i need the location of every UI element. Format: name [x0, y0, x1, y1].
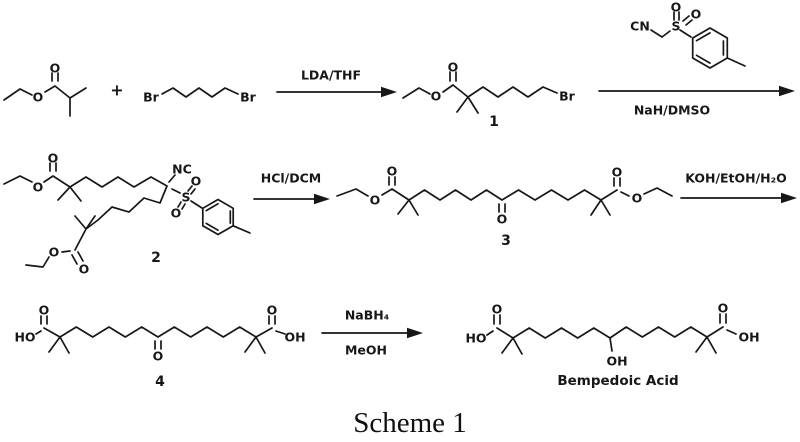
double-bond-lines [493, 313, 727, 325]
arrow-step4: KOH/EtOH/H₂O [680, 171, 797, 204]
scheme-caption-text: Scheme 1 [353, 407, 467, 439]
molecule-tosmic-reagent: CN S O O [630, 0, 746, 69]
bond-lines [336, 187, 673, 216]
atom-label-o: O [267, 303, 278, 318]
atom-label-o: O [191, 174, 202, 189]
atom-label-o: O [49, 245, 60, 260]
reagent-meoh: MeOH [345, 343, 387, 358]
atom-label-o: O [691, 7, 702, 22]
atom-label-o: O [497, 212, 508, 227]
bond-lines [3, 174, 203, 268]
atom-label-o: O [387, 164, 398, 179]
atom-label-o: O [50, 61, 61, 76]
bond-lines [35, 326, 286, 354]
atom-label-o: O [171, 206, 182, 221]
compound-number-2: 2 [151, 250, 161, 266]
molecule-dibromopentane: Br Br [143, 87, 257, 105]
atom-label-ho: HO [465, 331, 486, 346]
plus-sign: + [110, 81, 123, 100]
bond-lines [650, 29, 746, 67]
bond-lines [3, 85, 87, 117]
arrow-head [779, 85, 795, 97]
reagent-nah-dmso: NaH/DMSO [634, 103, 710, 118]
atom-label-br: Br [143, 90, 160, 105]
atom-label-o: O [718, 301, 729, 316]
arrow-step2: NaH/DMSO [598, 85, 795, 118]
molecule-ethyl-isobutyrate: O O [3, 61, 87, 117]
ring-inner-bonds [695, 32, 725, 64]
molecule-bempedoic-acid: HO O OH O OH Bempedoic Acid [465, 301, 759, 390]
double-bond-lines [40, 315, 276, 350]
benzene-ring [691, 27, 729, 69]
double-bond-lines [449, 71, 457, 82]
molecule-compound-4: HO O O O OH 4 [14, 303, 305, 391]
atom-label-o: O [448, 60, 459, 75]
atom-label-o: O [48, 151, 59, 166]
product-name-label: Bempedoic Acid [557, 373, 678, 389]
atom-label-o: O [39, 303, 50, 318]
atom-label-o: O [33, 90, 44, 105]
arrow-step5: NaBH₄ MeOH [321, 308, 423, 358]
atom-label-o: O [431, 89, 442, 104]
atom-label-br: Br [240, 90, 257, 105]
atom-label-o: O [612, 165, 623, 180]
atom-label-o: O [79, 262, 90, 277]
double-bond-lines [388, 176, 621, 213]
ring-methyl-bond [232, 224, 251, 234]
atom-label-oh: OH [738, 330, 759, 345]
reagent-hcl-dcm: HCl/DCM [261, 171, 321, 186]
atom-label-s: S [181, 190, 190, 205]
reagent-koh-etoh-h2o: KOH/EtOH/H₂O [685, 171, 787, 186]
molecule-compound-2: O O NC S O O O O 2 [3, 151, 251, 277]
double-bond-lines [51, 72, 59, 82]
compound-number-1: 1 [489, 114, 499, 130]
bond-lines [486, 326, 737, 355]
scheme-caption: Scheme 1 [353, 407, 467, 439]
reagent-nabh4: NaBH₄ [345, 308, 389, 323]
atom-label-oh: OH [606, 354, 627, 369]
atom-label-o: O [33, 180, 44, 195]
atom-label-o: O [153, 349, 164, 364]
double-bond-lines [673, 11, 693, 26]
arrow-head [407, 327, 423, 339]
bond-lines [161, 87, 239, 98]
molecule-compound-1: O O Br 1 [402, 60, 576, 130]
atom-label-br: Br [559, 89, 576, 104]
atom-label-o: O [671, 0, 682, 15]
atom-label-s: S [671, 19, 680, 34]
atom-label-o: O [632, 191, 643, 206]
atom-label-cn: CN [630, 19, 650, 34]
compound-number-4: 4 [155, 374, 165, 390]
arrow-head [314, 193, 330, 205]
atom-label-o: O [492, 302, 503, 317]
atom-label-oh: OH [284, 330, 305, 345]
arrow-head [381, 86, 397, 98]
arrow-step3: HCl/DCM [253, 171, 330, 205]
molecule-compound-3: O O O O O 3 [336, 164, 673, 249]
double-bond-lines [49, 162, 196, 265]
ring-inner-bonds [205, 202, 232, 232]
bond-lines [402, 84, 558, 114]
atom-label-ho: HO [14, 330, 35, 345]
arrow-step1: LDA/THF [276, 68, 397, 98]
atom-label-o: O [370, 193, 381, 208]
atom-label-nc: NC [172, 162, 192, 177]
arrow-head [781, 192, 797, 204]
reagent-lda-thf: LDA/THF [301, 68, 361, 83]
compound-number-3: 3 [501, 233, 511, 249]
